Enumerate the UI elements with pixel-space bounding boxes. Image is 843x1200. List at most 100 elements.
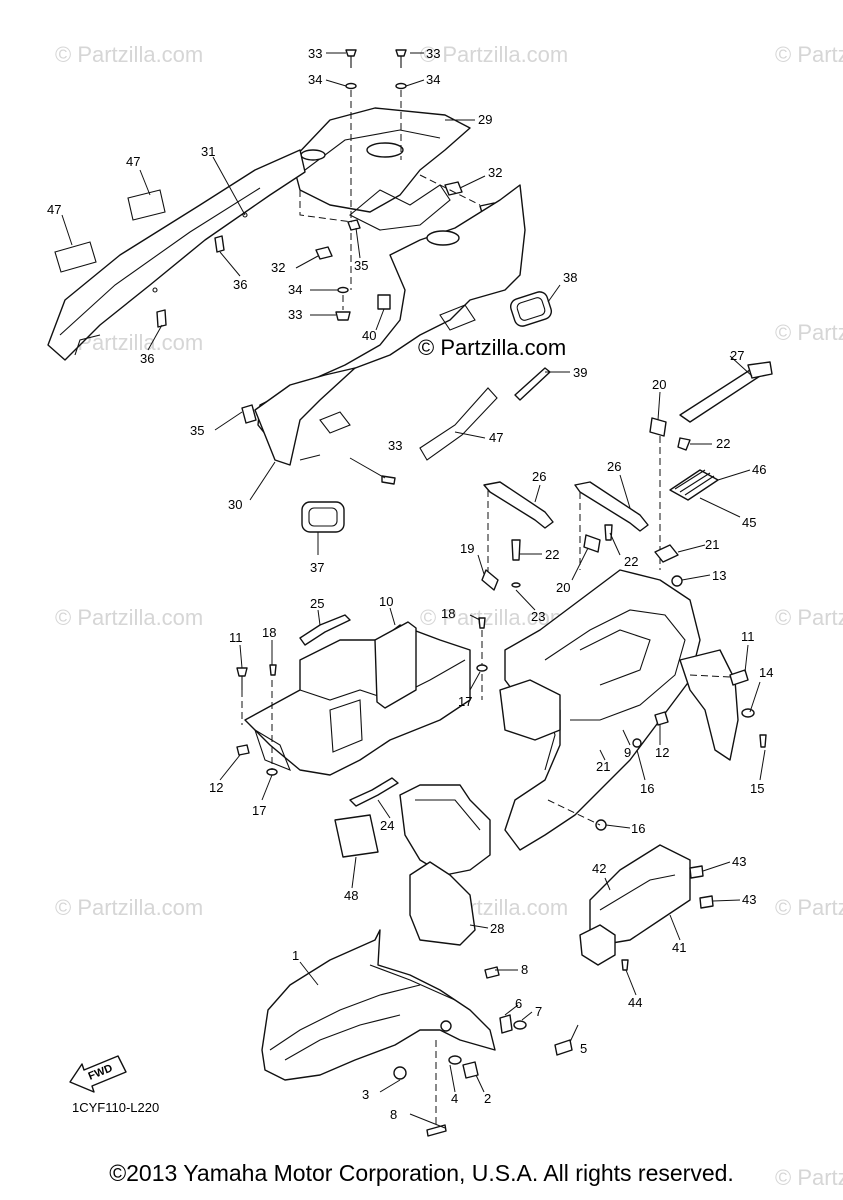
- callout-25: 25: [310, 596, 324, 611]
- callout-22: 22: [624, 554, 638, 569]
- callout-34: 34: [308, 72, 322, 87]
- rubber-38: [509, 291, 553, 327]
- callout-46: 46: [752, 462, 766, 477]
- callout-13: 13: [712, 568, 726, 583]
- bracket-19: [481, 524, 613, 591]
- callout-12: 12: [655, 745, 669, 760]
- side-cover-31: [47, 149, 306, 361]
- callout-22: 22: [545, 547, 559, 562]
- callout-43: 43: [742, 892, 756, 907]
- callout-20: 20: [652, 377, 666, 392]
- watermark: © Partzilla.com: [420, 42, 568, 67]
- callout-23: 23: [531, 609, 545, 624]
- callout-36: 36: [140, 351, 154, 366]
- bolts-33-top: [345, 49, 407, 290]
- callout-33: 33: [426, 46, 440, 61]
- strap-27: [679, 361, 773, 423]
- rear-fender-9: [504, 569, 739, 851]
- callout-28: 28: [490, 921, 504, 936]
- callout-16: 16: [640, 781, 654, 796]
- callout-34: 34: [426, 72, 440, 87]
- callout-35: 35: [190, 423, 204, 438]
- callout-17: 17: [252, 803, 266, 818]
- tail-cowl-29: [291, 107, 471, 231]
- callout-33: 33: [388, 438, 402, 453]
- callout-11: 11: [741, 629, 755, 644]
- fasteners-left: [236, 617, 488, 776]
- callout-32: 32: [271, 260, 285, 275]
- strap-24: [349, 777, 399, 807]
- side-cover-30: [254, 184, 526, 466]
- tray-10: [244, 621, 471, 776]
- callout-45: 45: [742, 515, 756, 530]
- callout-22: 22: [716, 436, 730, 451]
- callout-37: 37: [310, 560, 324, 575]
- callout-16: 16: [631, 821, 645, 836]
- callout-10: 10: [379, 594, 393, 609]
- watermark: © Partzilla.com: [775, 42, 843, 67]
- callout-48: 48: [344, 888, 358, 903]
- callout-47: 47: [47, 202, 61, 217]
- callout-39: 39: [573, 365, 587, 380]
- center-watermark: © Partzilla.com: [418, 335, 566, 360]
- watermarks: © Partzilla.com © Partzilla.com © Partzi…: [55, 42, 843, 1190]
- callout-18: 18: [441, 606, 455, 621]
- clip-36: [156, 235, 225, 328]
- callout-24: 24: [380, 818, 394, 833]
- callout-26: 26: [532, 469, 546, 484]
- copyright-notice: ©2013 Yamaha Motor Corporation, U.S.A. A…: [109, 1160, 734, 1186]
- callout-31: 31: [201, 144, 215, 159]
- callout-29: 29: [478, 112, 492, 127]
- watermark: © Partzilla.com: [55, 605, 203, 630]
- callout-35: 35: [354, 258, 368, 273]
- watermark: © Partzilla.com: [775, 895, 843, 920]
- watermark: © Partzilla.com: [775, 605, 843, 630]
- callout-30: 30: [228, 497, 242, 512]
- bolts-33-lower: [335, 286, 351, 321]
- plate-48: [334, 814, 379, 858]
- callout-14: 14: [759, 665, 773, 680]
- callout-41: 41: [672, 940, 686, 955]
- watermark: © Partzilla.com: [55, 895, 203, 920]
- callout-19: 19: [460, 541, 474, 556]
- watermark: © Partzilla.com: [55, 42, 203, 67]
- rubber-37: [301, 501, 345, 533]
- callout-34: 34: [288, 282, 302, 297]
- callout-44: 44: [628, 995, 642, 1010]
- fasteners-right: [547, 544, 767, 831]
- diagram-code: 1CYF110-L220: [72, 1100, 159, 1115]
- callout-47: 47: [489, 430, 503, 445]
- callout-4: 4: [451, 1091, 458, 1106]
- watermark: © Partzilla.com: [420, 605, 568, 630]
- callout-33: 33: [288, 307, 302, 322]
- callout-32: 32: [488, 165, 502, 180]
- bracket-20-upper: [649, 417, 691, 570]
- callout-21: 21: [705, 537, 719, 552]
- callout-42: 42: [592, 861, 606, 876]
- callout-26: 26: [607, 459, 621, 474]
- decal-45-46: [669, 469, 719, 501]
- callout-18: 18: [262, 625, 276, 640]
- fwd-arrow-icon: FWD: [69, 1055, 127, 1093]
- callout-6: 6: [515, 996, 522, 1011]
- callout-7: 7: [535, 1004, 542, 1019]
- callout-33: 33: [308, 46, 322, 61]
- callout-9: 9: [624, 745, 631, 760]
- watermark: © Partzilla.com: [775, 320, 843, 345]
- small-parts-upper: [241, 294, 551, 485]
- callout-17: 17: [458, 694, 472, 709]
- callout-21: 21: [596, 759, 610, 774]
- mud-flap-28: [409, 861, 476, 946]
- callout-47: 47: [126, 154, 140, 169]
- decal-47-center: [419, 387, 498, 461]
- callout-12: 12: [209, 780, 223, 795]
- callout-2: 2: [484, 1091, 491, 1106]
- center-bracket: [399, 679, 561, 876]
- fasteners-front: [393, 966, 573, 1137]
- bracket-41: [579, 844, 714, 971]
- callout-8: 8: [521, 962, 528, 977]
- watermark: © Partzilla.com: [775, 1165, 843, 1190]
- leader-lines: [61, 52, 766, 1129]
- callout-27: 27: [730, 348, 744, 363]
- callout-38: 38: [563, 270, 577, 285]
